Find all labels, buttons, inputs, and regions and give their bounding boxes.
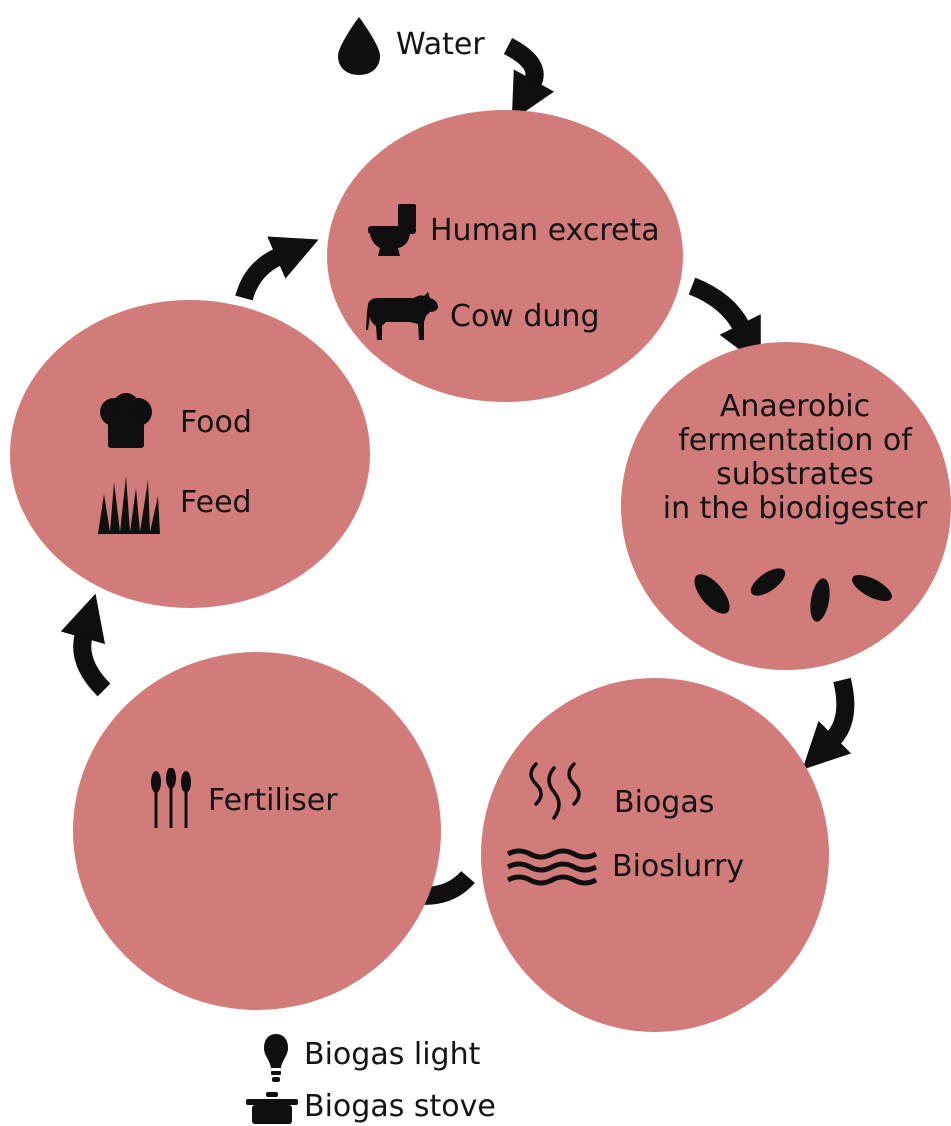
fermentation-line-2: fermentation of bbox=[678, 423, 912, 458]
water-label: Water bbox=[396, 27, 485, 62]
food-feed-label-food: Food bbox=[180, 405, 252, 440]
fermentation-line-3: substrates bbox=[716, 457, 874, 492]
node-fertiliser bbox=[73, 652, 441, 1010]
toilet-icon bbox=[368, 204, 416, 256]
node-food-feed bbox=[10, 300, 370, 608]
uses-label-biogas-light: Biogas light bbox=[304, 1037, 481, 1072]
slurry-waves-icon bbox=[506, 848, 598, 886]
fertiliser-label: Fertiliser bbox=[208, 783, 338, 818]
outputs-label-bioslurry: Bioslurry bbox=[612, 849, 745, 884]
light-bulb-icon bbox=[264, 1034, 288, 1082]
gas-vapour-icon bbox=[529, 762, 581, 820]
fermentation-line-1: Anaerobic bbox=[719, 389, 871, 424]
outputs-label-biogas: Biogas bbox=[614, 785, 715, 820]
substrates-label-cow-dung: Cow dung bbox=[450, 299, 600, 334]
fermentation-line-4: in the biodigester bbox=[662, 491, 928, 526]
food-feed-label-feed: Feed bbox=[180, 485, 252, 520]
arrow-fermentation-to-outputs bbox=[802, 677, 855, 770]
wheat-icon bbox=[151, 768, 191, 828]
chef-hat-icon bbox=[100, 393, 152, 448]
uses-label-biogas-stove: Biogas stove bbox=[304, 1089, 496, 1124]
water-drop-icon bbox=[338, 17, 380, 75]
fermentation-text: Anaerobic fermentation of substrates in … bbox=[650, 390, 940, 526]
cooking-pot-icon bbox=[246, 1092, 298, 1124]
arrow-substrates-to-fermentation bbox=[688, 277, 761, 366]
arrow-fertiliser-to-food-feed bbox=[60, 593, 111, 697]
grass-icon bbox=[98, 476, 160, 534]
substrates-label-human-excreta: Human excreta bbox=[430, 213, 660, 248]
node-fermentation bbox=[621, 342, 951, 670]
cow-icon bbox=[366, 292, 438, 340]
arrow-water-to-substrates bbox=[503, 37, 555, 121]
bacteria-icon bbox=[694, 568, 892, 622]
arrow-food-feed-to-substrates bbox=[235, 236, 319, 301]
